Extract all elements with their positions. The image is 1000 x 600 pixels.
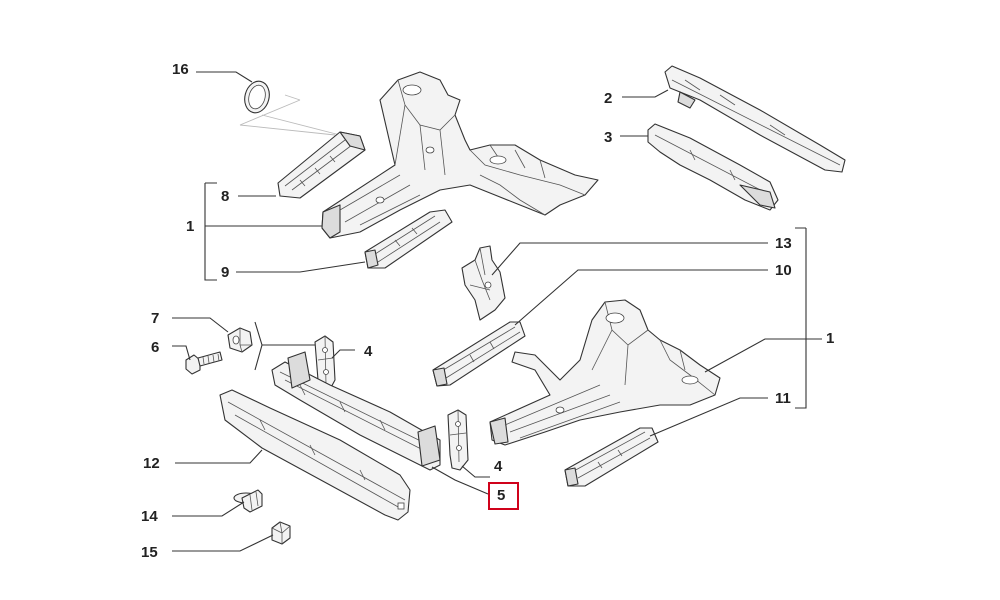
part-10-rail-section[interactable]: [432, 321, 526, 387]
callout-6[interactable]: 6: [151, 339, 159, 356]
callout-10[interactable]: 10: [775, 262, 792, 279]
callout-4-upper[interactable]: 4: [364, 343, 373, 360]
part-5-crash-crossbeam[interactable]: [271, 351, 441, 471]
part-8-front-rail-section[interactable]: [277, 131, 366, 199]
part-9-rail-bracket[interactable]: [364, 209, 453, 269]
part-4-bracket-lower[interactable]: [447, 409, 469, 471]
part-16-seal-ring[interactable]: [241, 78, 272, 115]
selected-callout-highlight: [488, 482, 519, 510]
group-bracket-7-6: [254, 321, 263, 371]
part-7-spacer-nut[interactable]: [227, 327, 253, 353]
ghost-reference-lines: [239, 94, 341, 136]
callout-9[interactable]: 9: [221, 264, 229, 281]
part-11-rail-bracket[interactable]: [564, 427, 659, 487]
callout-2[interactable]: 2: [604, 90, 612, 107]
callout-5[interactable]: 5: [497, 487, 505, 504]
part-13-vertical-bracket[interactable]: [461, 245, 506, 321]
part-6-bolt[interactable]: [185, 351, 223, 375]
callout-1-upper[interactable]: 1: [186, 218, 194, 235]
callout-11[interactable]: 11: [775, 390, 791, 407]
callout-12[interactable]: 12: [143, 455, 160, 472]
part-1-front-structure-lower[interactable]: [489, 299, 721, 446]
callout-labels: 16 8 1 9 2 3 13 10 1 11 7 6 4 4 12 5 14 …: [141, 61, 834, 561]
part-12-bumper-reinforcement[interactable]: [219, 389, 411, 521]
callout-15[interactable]: 15: [141, 544, 158, 561]
part-2-upper-cross-member[interactable]: [664, 65, 846, 173]
part-1-front-structure-upper[interactable]: [321, 71, 599, 239]
part-15-clip-nut[interactable]: [271, 521, 291, 545]
callout-7[interactable]: 7: [151, 310, 159, 327]
callout-3[interactable]: 3: [604, 129, 612, 146]
leader-lines: [172, 71, 822, 552]
callout-16[interactable]: 16: [172, 61, 189, 78]
callout-14[interactable]: 14: [141, 508, 158, 525]
callout-1-lower[interactable]: 1: [826, 330, 834, 347]
part-3-lower-cross-member[interactable]: [647, 123, 779, 211]
callout-8[interactable]: 8: [221, 188, 229, 205]
callout-13[interactable]: 13: [775, 235, 792, 252]
part-14-push-clip[interactable]: [233, 489, 263, 513]
callout-4-lower[interactable]: 4: [494, 458, 503, 475]
